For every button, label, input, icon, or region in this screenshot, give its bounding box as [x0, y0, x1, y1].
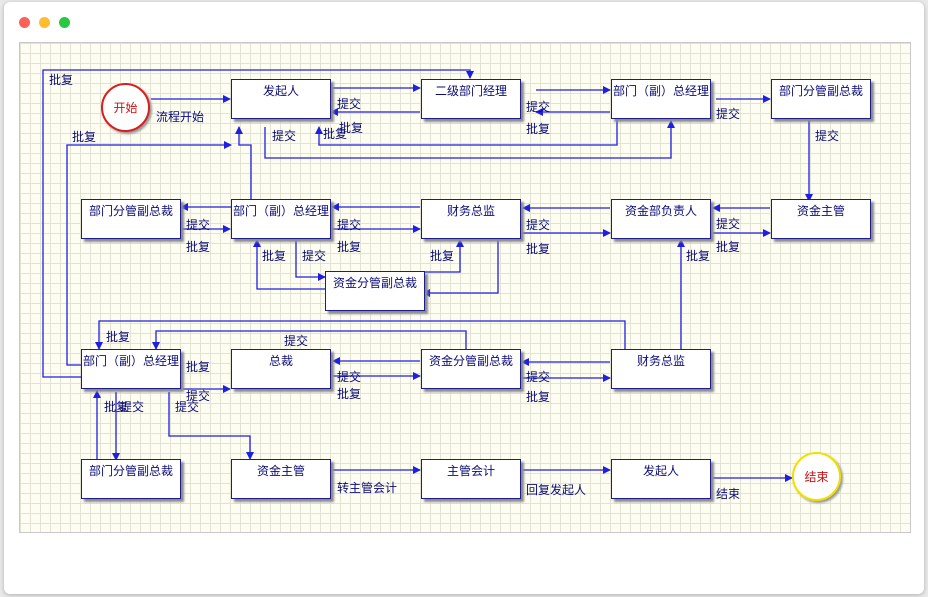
connector-label: 提交	[526, 370, 551, 384]
connector-label: 批复	[716, 240, 741, 254]
connector-label: 提交	[337, 218, 362, 232]
node-dept-vp[interactable]: 部门分管副总裁	[771, 79, 871, 119]
node-dept-gm[interactable]: 部门（副）总经理	[611, 79, 711, 119]
connector-label: 批复	[72, 130, 97, 144]
connector	[422, 240, 499, 297]
connector-label: 转主管会计	[337, 481, 398, 495]
node-funds-vp[interactable]: 资金分管副总裁	[421, 349, 521, 389]
node-initiator[interactable]: 发起人	[611, 459, 711, 499]
app-window: 开始 结束 发起人 二级部门经理 部门（副）总经理 部门分管副总裁 部门分管副总…	[4, 2, 924, 594]
node-dept2-manager[interactable]: 二级部门经理	[421, 79, 521, 119]
connector-label: 提交	[526, 218, 551, 232]
node-finance-director[interactable]: 财务总监	[611, 349, 711, 389]
connector	[95, 320, 626, 350]
connector-label: 提交	[526, 100, 551, 114]
node-dept-gm[interactable]: 部门（副）总经理	[81, 349, 181, 389]
node-funds-supervisor[interactable]: 资金主管	[231, 459, 331, 499]
connector-label: 批复	[526, 390, 551, 404]
end-node[interactable]: 结束	[792, 452, 841, 501]
connector-label: 批复	[104, 400, 129, 414]
connector-label: 批复	[262, 249, 287, 263]
connector	[421, 239, 464, 273]
connector-label: 批复	[337, 240, 362, 254]
connector-label: 批复	[430, 249, 455, 263]
connector-label: 提交	[302, 249, 327, 263]
close-window-button[interactable]	[19, 17, 30, 28]
connector-label: 提交	[186, 389, 211, 403]
connector-label: 批复	[49, 73, 74, 87]
connector	[235, 126, 252, 199]
connector-label: 批复	[106, 330, 131, 344]
connector-label: 批复	[686, 249, 711, 263]
start-node[interactable]: 开始	[101, 83, 150, 132]
node-funds-vp[interactable]: 资金分管副总裁	[325, 271, 425, 311]
connector-label: 批复	[186, 240, 211, 254]
grid-background	[19, 42, 911, 533]
connector-label: 批复	[526, 122, 551, 136]
connector	[152, 330, 467, 350]
connector-label: 提交	[337, 370, 362, 384]
connector-label: 提交	[175, 400, 200, 414]
connector-label: 提交	[337, 97, 362, 111]
connector-label: 提交	[120, 400, 145, 414]
connector-label: 流程开始	[156, 110, 205, 124]
connector-label: 提交	[284, 334, 309, 348]
connector-label: 结束	[716, 487, 741, 501]
flowchart-canvas: 开始 结束 发起人 二级部门经理 部门（副）总经理 部门分管副总裁 部门分管副总…	[19, 42, 911, 533]
connector	[66, 141, 232, 366]
connector-label: 提交	[815, 129, 840, 143]
connector-label: 回复发起人	[526, 483, 587, 497]
node-president[interactable]: 总裁	[231, 349, 331, 389]
connector	[42, 69, 474, 378]
connector-label: 批复	[186, 360, 211, 374]
connector	[315, 120, 618, 146]
node-funds-supervisor[interactable]: 资金主管	[771, 199, 871, 239]
connector-label: 批复	[323, 127, 348, 141]
connector-label: 提交	[716, 107, 741, 121]
connector-label: 批复	[339, 121, 364, 135]
node-dept-vp[interactable]: 部门分管副总裁	[81, 199, 181, 239]
connector-label: 提交	[716, 217, 741, 231]
connector-label: 批复	[337, 387, 362, 401]
connector-label: 批复	[526, 242, 551, 256]
connector	[264, 120, 675, 159]
connector	[253, 239, 325, 290]
connector	[168, 392, 254, 460]
maximize-window-button[interactable]	[59, 17, 70, 28]
node-dept-vp[interactable]: 部门分管副总裁	[81, 459, 181, 499]
connector-label: 提交	[272, 129, 297, 143]
minimize-window-button[interactable]	[39, 17, 50, 28]
connector-layer	[42, 69, 813, 482]
node-initiator[interactable]: 发起人	[231, 79, 331, 119]
connector-label: 提交	[186, 218, 211, 232]
node-dept-gm[interactable]: 部门（副）总经理	[231, 199, 331, 239]
node-finance-director[interactable]: 财务总监	[421, 199, 521, 239]
node-chief-accountant[interactable]: 主管会计	[421, 459, 521, 499]
node-funds-head[interactable]: 资金部负责人	[611, 199, 711, 239]
connector	[295, 239, 326, 281]
